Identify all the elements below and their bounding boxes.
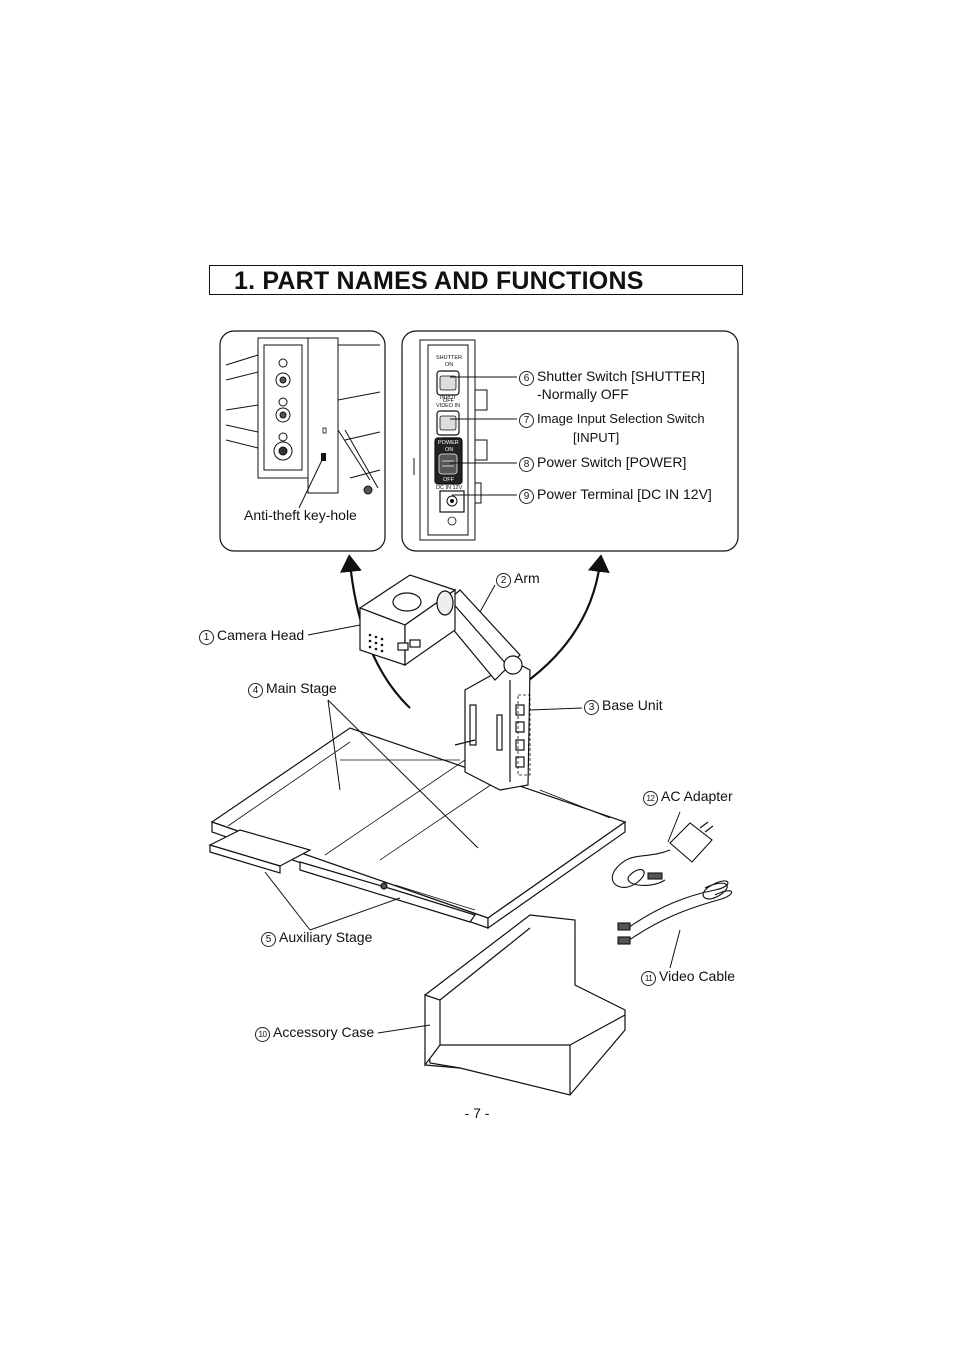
- rear-connector-2: [275, 397, 291, 423]
- right-arrow: [514, 554, 610, 691]
- shutter-switch-icon: [436, 370, 460, 396]
- panel-text-main: MAIN: [443, 437, 457, 443]
- part-number: 4: [248, 683, 263, 698]
- power-switch-icon: [434, 437, 463, 485]
- inset-right-panel: SHUTTER ON OFF INPUT INPUT VIDEO IN MAIN…: [401, 330, 739, 552]
- inset-left-panel: [219, 330, 386, 552]
- keyhole-label: Anti-theft key-hole: [244, 507, 357, 523]
- ac-adapter: [612, 821, 714, 888]
- part-label: Camera Head: [217, 627, 305, 643]
- panel-text-video-in: VIDEO IN: [436, 403, 460, 409]
- panel-text-off-2: OFF: [443, 477, 455, 483]
- dc-in-terminal-icon: [439, 490, 465, 513]
- rear-connector-1: [275, 358, 291, 388]
- accessory-case: [424, 914, 626, 1096]
- part-number: 1: [199, 630, 214, 645]
- input-switch-icon: [436, 410, 460, 436]
- callout-number: 8: [519, 457, 534, 472]
- section-title: 1. PART NAMES AND FUNCTIONS: [234, 267, 644, 295]
- panel-text-shutter: SHUTTER: [436, 355, 462, 361]
- callout-number: 6: [519, 371, 534, 386]
- camera-head: [358, 574, 457, 667]
- section-title-box: 1. PART NAMES AND FUNCTIONS: [209, 265, 743, 295]
- video-cable: [617, 880, 733, 945]
- panel-text-on-1: ON: [445, 362, 453, 368]
- part-number: 12: [643, 791, 658, 806]
- part-label: Arm: [514, 570, 540, 586]
- callout-label: Power Terminal [DC IN 12V]: [537, 486, 712, 502]
- page-number: - 7 -: [464, 1105, 490, 1121]
- part-label: Video Cable: [659, 968, 736, 984]
- part-label: Accessory Case: [273, 1024, 375, 1040]
- part-number: 5: [261, 932, 276, 947]
- panel-text-power: POWER: [438, 440, 459, 446]
- part-number: 2: [496, 573, 511, 588]
- auxiliary-stage: [208, 829, 476, 923]
- panel-text-dc-in: DC IN 12V: [436, 485, 463, 491]
- callout-shutter-note: -Normally OFF: [537, 386, 629, 402]
- callout-number: 9: [519, 489, 534, 504]
- rear-connector-3: [273, 432, 293, 461]
- part-label: Base Unit: [602, 697, 663, 713]
- part-label: AC Adapter: [661, 788, 733, 804]
- anti-theft-keyhole-icon: [321, 453, 326, 461]
- callout-number: 7: [519, 413, 534, 428]
- panel-text-input-label: INPUT: [440, 395, 457, 401]
- part-number: 3: [584, 700, 599, 715]
- base-unit: [454, 661, 531, 791]
- panel-text-off-1: OFF: [443, 398, 455, 404]
- part-label: Auxiliary Stage: [279, 929, 373, 945]
- part-label: Main Stage: [266, 680, 337, 696]
- panel-text-on-2: ON: [445, 447, 453, 453]
- callout-label: Image Input Selection Switch: [537, 411, 705, 426]
- part-number: 11: [641, 971, 656, 986]
- callout-label: Shutter Switch [SHUTTER]: [537, 368, 706, 384]
- callout-label: Power Switch [POWER]: [537, 454, 687, 470]
- callout-input-note: [INPUT]: [573, 430, 620, 445]
- part-number: 10: [255, 1027, 270, 1042]
